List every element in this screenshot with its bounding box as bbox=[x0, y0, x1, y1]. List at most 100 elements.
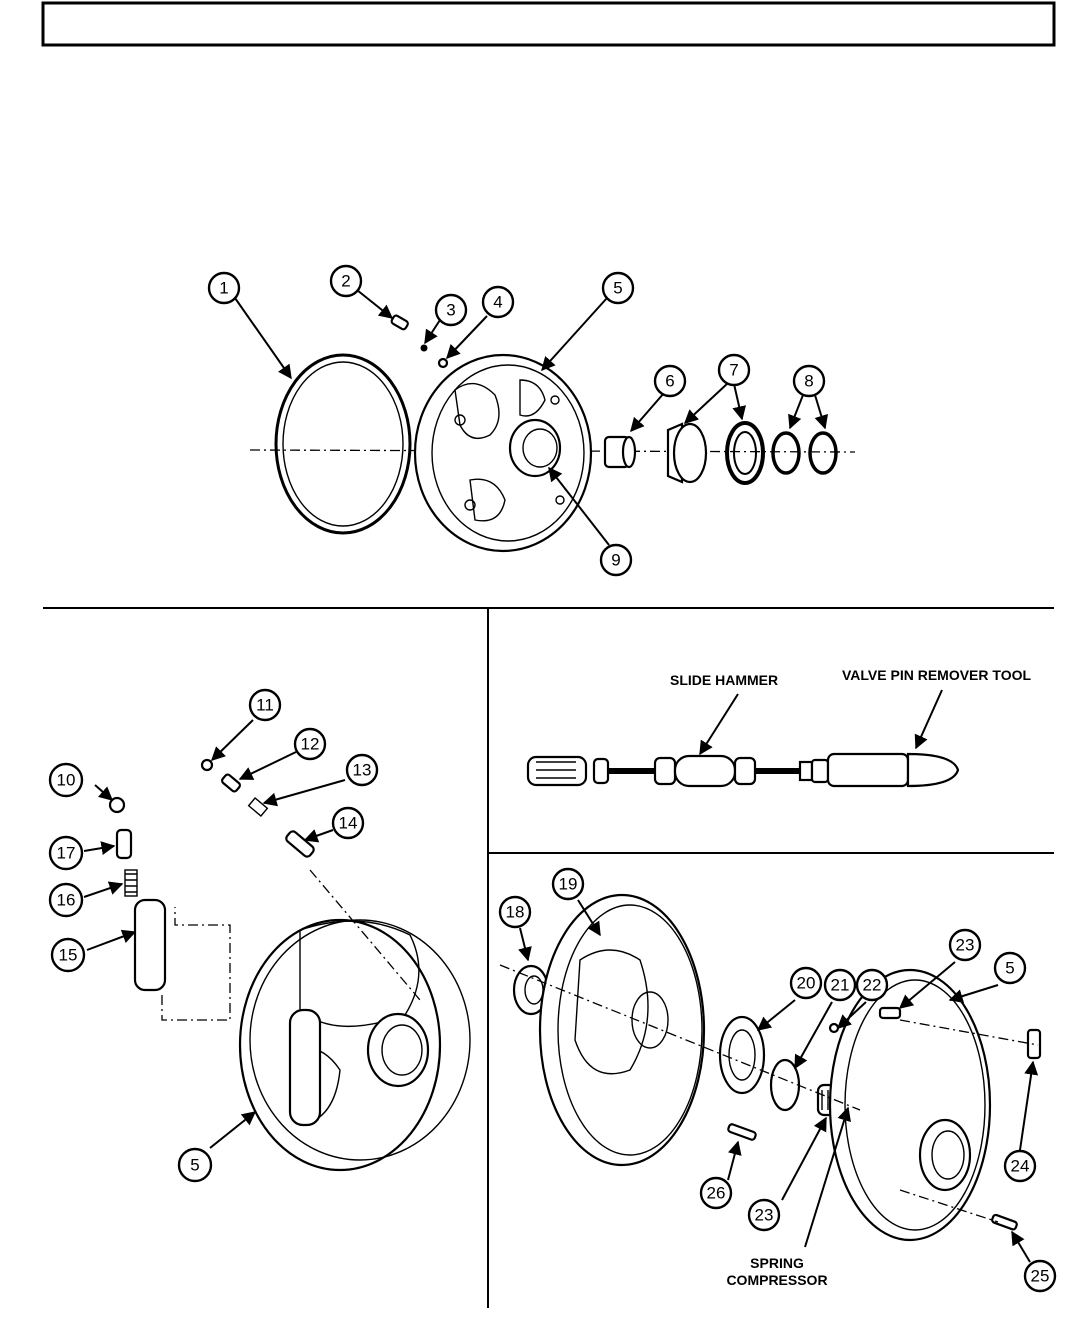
callout-1: 1 bbox=[207, 271, 241, 305]
retainer-cap bbox=[108, 796, 126, 814]
bottom-left-panel bbox=[83, 719, 471, 1172]
callout-4: 4 bbox=[481, 285, 515, 319]
spring-compressor-label-line1: SPRING bbox=[750, 1255, 804, 1271]
o-ring-large bbox=[274, 353, 412, 535]
svg-text:22: 22 bbox=[863, 976, 882, 995]
callout-22: 22 bbox=[855, 968, 889, 1002]
svg-text:18: 18 bbox=[506, 903, 525, 922]
o-ring-large-inner bbox=[282, 361, 404, 527]
thrust-bearing bbox=[725, 421, 765, 485]
hammer-weight bbox=[673, 754, 737, 788]
callout-14: 14 bbox=[331, 806, 365, 840]
ring-2 bbox=[808, 431, 838, 475]
svg-text:21: 21 bbox=[831, 976, 850, 995]
hammer-handle-end bbox=[526, 755, 588, 787]
svg-text:13: 13 bbox=[353, 761, 372, 780]
callout-6: 6 bbox=[653, 364, 687, 398]
svg-text:14: 14 bbox=[339, 814, 358, 833]
pin-22-23 bbox=[878, 1006, 902, 1020]
pump-body-top bbox=[413, 353, 593, 553]
ring-1 bbox=[771, 431, 801, 475]
pump-hub-top bbox=[508, 418, 562, 478]
valve-14 bbox=[285, 830, 315, 858]
callout-7: 7 bbox=[717, 353, 751, 387]
pump-hub-right bbox=[918, 1118, 972, 1192]
callout-16: 16 bbox=[48, 882, 84, 918]
bolt-25 bbox=[991, 1213, 1018, 1231]
ball-small bbox=[420, 344, 428, 352]
svg-text:24: 24 bbox=[1011, 1157, 1030, 1176]
callout-26: 26 bbox=[699, 1176, 733, 1210]
callout-21: 21 bbox=[823, 968, 857, 1002]
pin-small bbox=[437, 357, 449, 369]
callout-23-bottom: 23 bbox=[747, 1198, 781, 1232]
svg-text:5: 5 bbox=[1005, 959, 1014, 978]
pin-11 bbox=[200, 758, 214, 772]
bottom-right-panel: SPRING COMPRESSOR bbox=[499, 893, 1042, 1288]
pump-body-right bbox=[828, 968, 992, 1242]
svg-text:11: 11 bbox=[256, 696, 274, 715]
outer-gear bbox=[718, 1015, 766, 1095]
svg-text:19: 19 bbox=[559, 875, 578, 894]
svg-text:9: 9 bbox=[611, 551, 620, 570]
svg-text:4: 4 bbox=[493, 293, 502, 312]
svg-text:15: 15 bbox=[59, 946, 78, 965]
svg-text:5: 5 bbox=[190, 1156, 199, 1175]
callout-3: 3 bbox=[434, 293, 468, 327]
svg-text:25: 25 bbox=[1031, 1267, 1050, 1286]
callout-20: 20 bbox=[789, 966, 823, 1000]
svg-text:8: 8 bbox=[804, 372, 813, 391]
svg-text:2: 2 bbox=[341, 272, 350, 291]
callout-25: 25 bbox=[1023, 1259, 1057, 1293]
callout-13: 13 bbox=[345, 753, 379, 787]
cover-plate bbox=[538, 893, 706, 1167]
svg-text:23: 23 bbox=[956, 936, 975, 955]
bolt-24 bbox=[1026, 1028, 1042, 1060]
callout-5-left: 5 bbox=[177, 1147, 213, 1183]
top-panel-exploded-view bbox=[249, 314, 856, 553]
svg-text:3: 3 bbox=[446, 301, 455, 320]
svg-text:12: 12 bbox=[301, 735, 320, 754]
svg-text:16: 16 bbox=[57, 891, 76, 910]
slide-hammer-label: SLIDE HAMMER bbox=[670, 672, 778, 688]
valve-15 bbox=[133, 898, 167, 992]
callout-19: 19 bbox=[551, 867, 585, 901]
callout-17: 17 bbox=[48, 835, 84, 871]
spring-13 bbox=[247, 797, 269, 817]
callout-5-top: 5 bbox=[601, 271, 635, 305]
callout-24: 24 bbox=[1003, 1149, 1037, 1183]
slide-hammer-tool: SLIDE HAMMER VALVE PIN REMOVER TOOL bbox=[526, 667, 1031, 788]
plug-small bbox=[390, 314, 409, 331]
svg-text:20: 20 bbox=[797, 974, 816, 993]
callout-2: 2 bbox=[329, 264, 363, 298]
callout-5-right: 5 bbox=[993, 951, 1027, 985]
svg-text:26: 26 bbox=[707, 1184, 726, 1203]
callout-10: 10 bbox=[48, 762, 84, 798]
callout-9: 9 bbox=[599, 543, 633, 577]
pin-26 bbox=[727, 1123, 757, 1141]
svg-text:7: 7 bbox=[729, 361, 738, 380]
svg-text:6: 6 bbox=[665, 372, 674, 391]
callout-11: 11 bbox=[248, 688, 282, 722]
callout-8: 8 bbox=[792, 364, 826, 398]
header-box bbox=[41, 1, 1056, 47]
svg-text:1: 1 bbox=[219, 279, 228, 298]
svg-text:17: 17 bbox=[57, 844, 76, 863]
callout-15: 15 bbox=[50, 937, 86, 973]
spring-compressor-label-line2: COMPRESSOR bbox=[726, 1272, 827, 1288]
top-leaders bbox=[234, 289, 829, 546]
svg-text:23: 23 bbox=[755, 1206, 774, 1225]
svg-text:10: 10 bbox=[57, 771, 76, 790]
callout-12: 12 bbox=[293, 727, 327, 761]
svg-text:5: 5 bbox=[613, 279, 622, 298]
valve-pin-remover-label: VALVE PIN REMOVER TOOL bbox=[842, 667, 1031, 683]
callout-23-top: 23 bbox=[948, 928, 982, 962]
remover-tool-body bbox=[826, 752, 910, 788]
spring-16 bbox=[124, 869, 138, 897]
valve-bore bbox=[288, 1008, 322, 1127]
callouts: 1 2 3 4 5 6 7 8 9 10 11 12 13 14 15 16 1… bbox=[48, 264, 1057, 1293]
plug-12 bbox=[221, 773, 241, 793]
callout-18: 18 bbox=[498, 895, 532, 929]
plug-17 bbox=[115, 828, 133, 860]
pump-hub-left bbox=[366, 1012, 430, 1088]
